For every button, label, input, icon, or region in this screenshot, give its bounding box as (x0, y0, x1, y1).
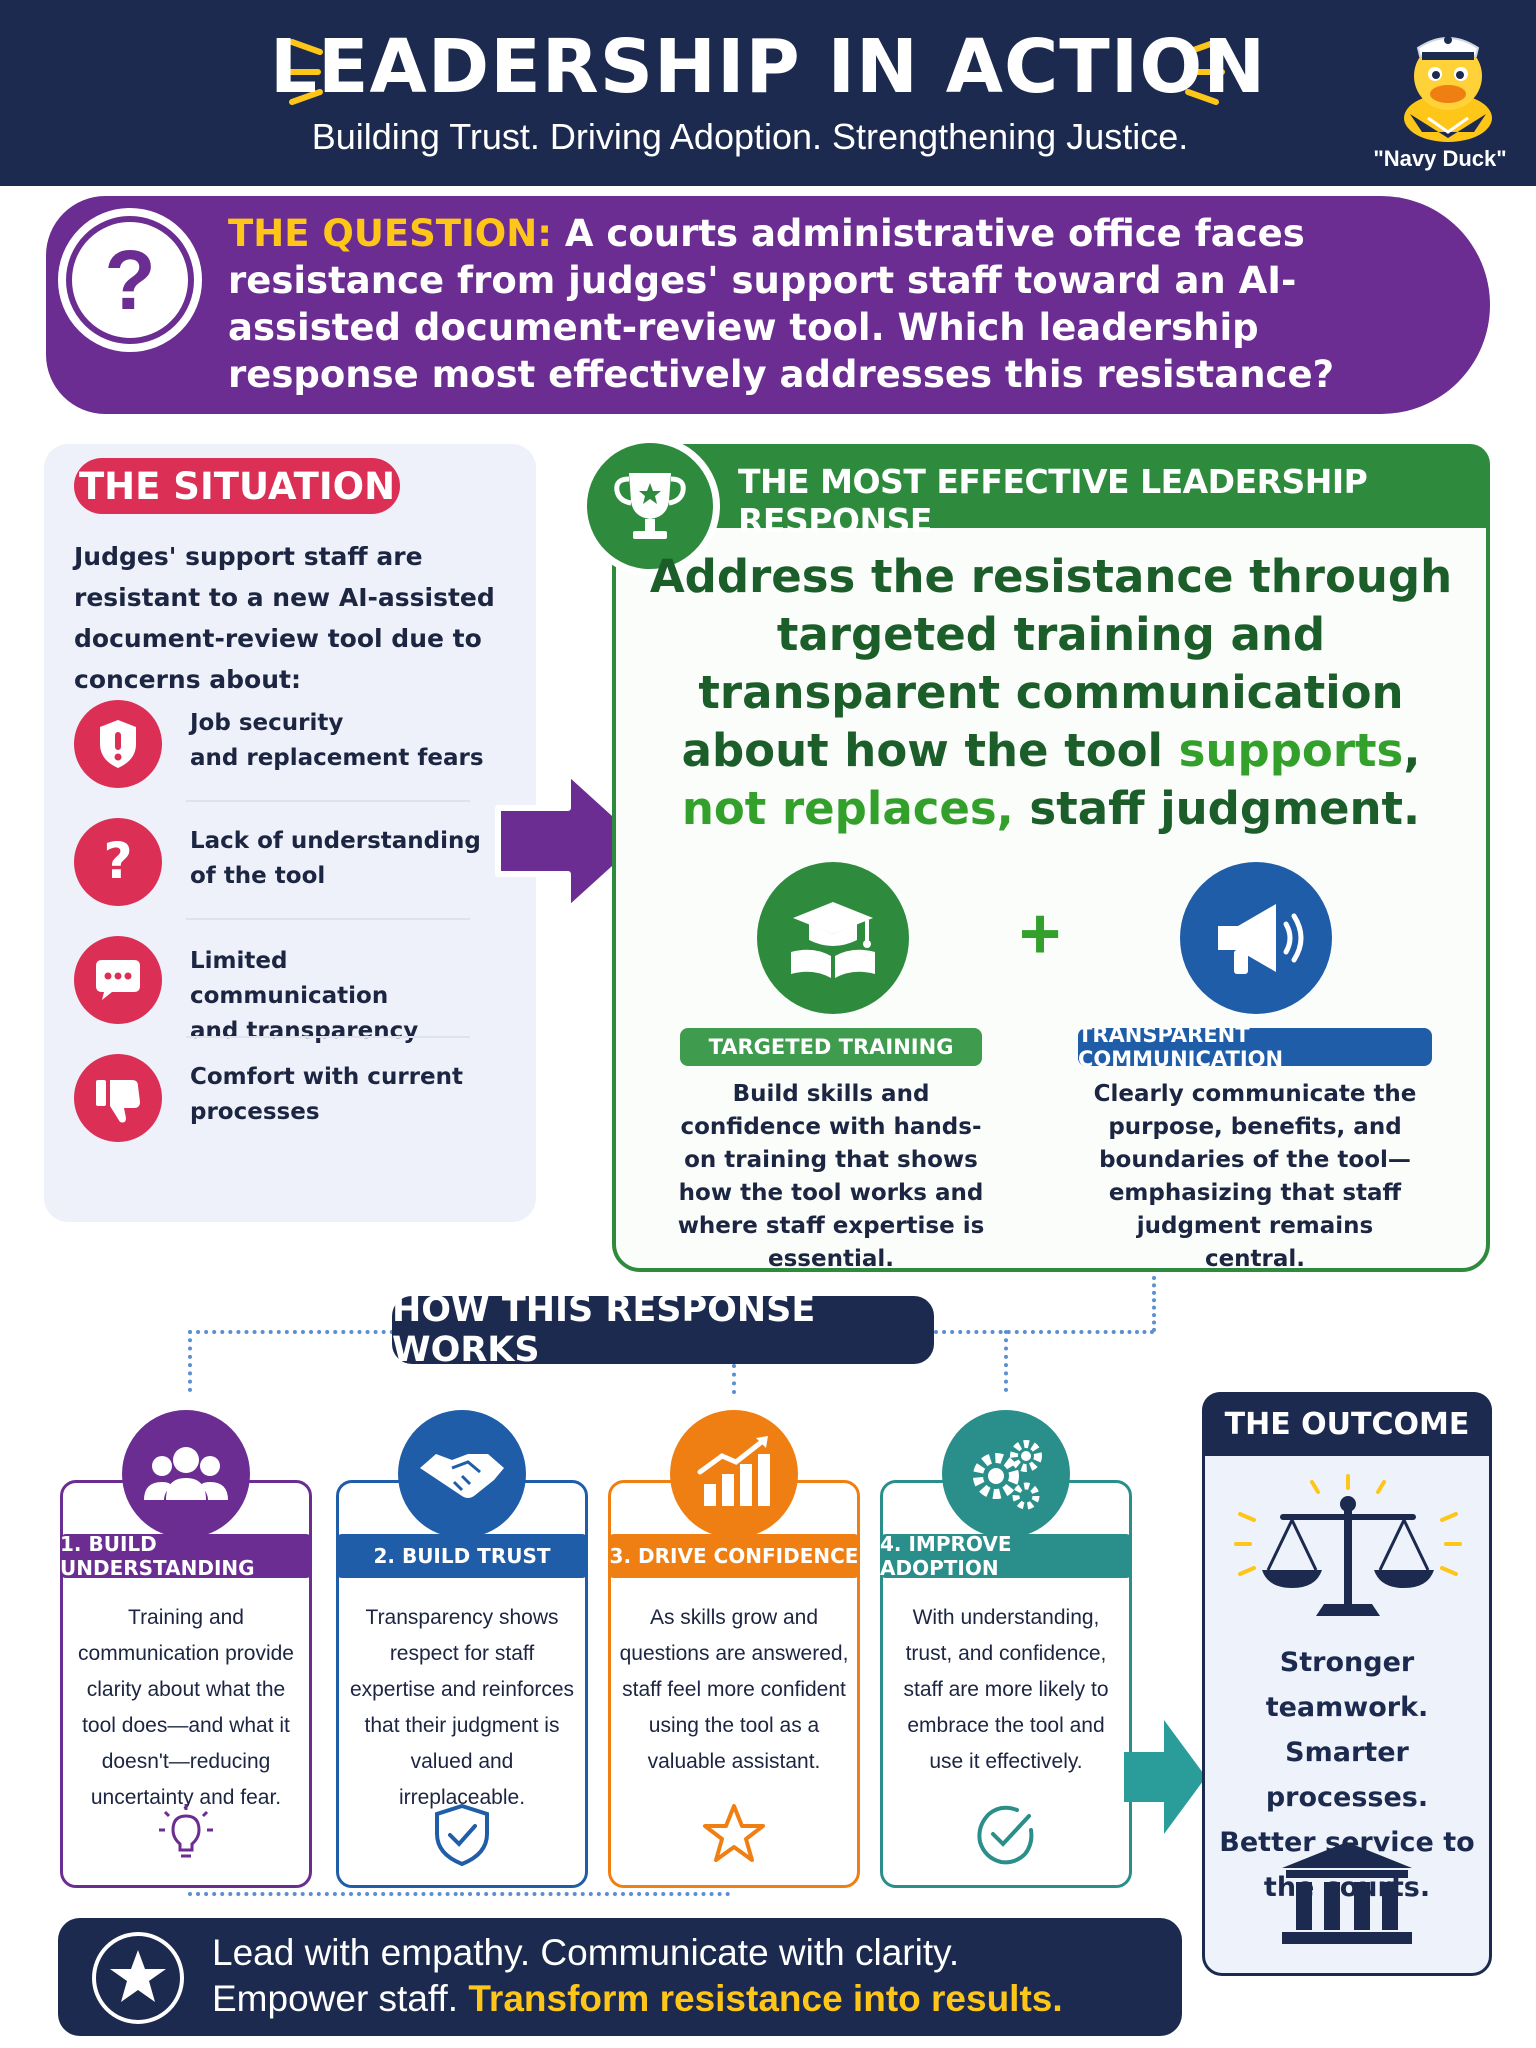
check-circle-icon (977, 1805, 1034, 1865)
sparkle-right-icon (1185, 39, 1225, 105)
lightbulb-icon (159, 1804, 213, 1858)
people-group-icon (122, 1410, 250, 1538)
step-label-confidence: 3. DRIVE CONFIDENCE (608, 1534, 860, 1578)
connector-line (934, 1330, 1124, 1334)
response-banner (612, 444, 1490, 528)
growth-chart-icon (670, 1410, 798, 1538)
question-icon: ? (74, 818, 162, 906)
chat-bubble-icon (74, 936, 162, 1024)
plus-sign: + (1018, 894, 1062, 974)
connector-line (188, 1330, 394, 1334)
situation-intro: Judges' support staff are resistant to a… (74, 542, 495, 694)
feature-desc-communication: Clearly communicate the purpose, benefit… (1093, 1081, 1417, 1272)
page-title: LEADERSHIP IN ACTION (269, 24, 1267, 110)
footer-banner (58, 1918, 1182, 2036)
question-label: THE QUESTION: (228, 212, 553, 255)
star-icon (92, 1932, 184, 2024)
feature-desc-training: Build skills and confidence with hands-o… (677, 1081, 985, 1272)
step-label-understanding: 1. BUILD UNDERSTANDING (60, 1532, 312, 1580)
outcome-title: THE OUTCOME (1202, 1392, 1492, 1456)
footer-text: Lead with empathy. Communicate with clar… (212, 1932, 1063, 2019)
sparkle-left-icon (283, 39, 323, 105)
step-desc-confidence: As skills grow and questions are answere… (619, 1606, 849, 1773)
header-banner (0, 0, 1536, 186)
arrow-right-icon (495, 769, 647, 913)
step-label-trust: 2. BUILD TRUST (336, 1534, 588, 1578)
question-text: THE QUESTION: A courts administrative of… (228, 210, 1408, 398)
thumbs-down-icon (74, 1054, 162, 1142)
response-panel (612, 488, 1490, 1272)
connector-line (460, 1892, 730, 1896)
divider (186, 800, 470, 802)
connector-line (1152, 1276, 1156, 1332)
step-desc-understanding: Training and communication provide clari… (78, 1606, 294, 1809)
connector-line (1120, 1330, 1154, 1334)
graduation-book-icon (757, 862, 909, 1014)
step-desc-adoption: With understanding, trust, and confidenc… (903, 1606, 1109, 1773)
handshake-icon (398, 1410, 526, 1538)
scales-of-justice-icon (1234, 1474, 1462, 1616)
situation-title: THE SITUATION (74, 458, 400, 514)
gears-icon (942, 1410, 1070, 1538)
question-icon-ring (66, 216, 194, 344)
question-body: A courts administrative office faces res… (228, 212, 1335, 396)
shield-alert-icon (74, 700, 162, 788)
feature-label-communication: TRANSPARENT COMMUNICATION (1078, 1023, 1432, 1071)
courthouse-icon (1282, 1842, 1412, 1944)
divider (186, 918, 470, 920)
connector-line (188, 1330, 192, 1392)
response-heading: THE MOST EFFECTIVE LEADERSHIP RESPONSE (738, 462, 1368, 540)
trophy-icon (580, 436, 720, 576)
step-desc-trust: Transparency shows respect for staff exp… (349, 1606, 575, 1809)
connector-line (1004, 1330, 1008, 1392)
response-statement: Address the resistance through targeted … (649, 550, 1453, 835)
page-subtitle: Building Trust. Driving Adoption. Streng… (311, 116, 1189, 157)
duck-sailor-icon (1404, 36, 1492, 142)
arrow-right-icon (1124, 1720, 1206, 1834)
step-label-adoption: 4. IMPROVE ADOPTION (880, 1532, 1132, 1580)
megaphone-icon (1180, 862, 1332, 1014)
shield-check-icon (435, 1803, 489, 1867)
question-banner (46, 196, 1490, 414)
how-it-works-title: HOW THIS RESPONSE WORKS (392, 1290, 934, 1370)
svg-text:?: ? (103, 832, 132, 890)
star-outline-icon (703, 1804, 765, 1862)
divider (186, 1036, 470, 1038)
feature-label-training: TARGETED TRAINING (680, 1028, 982, 1066)
connector-line (732, 1364, 736, 1394)
mascot-label: "Navy Duck" (1373, 146, 1507, 171)
connector-line (188, 1892, 458, 1896)
